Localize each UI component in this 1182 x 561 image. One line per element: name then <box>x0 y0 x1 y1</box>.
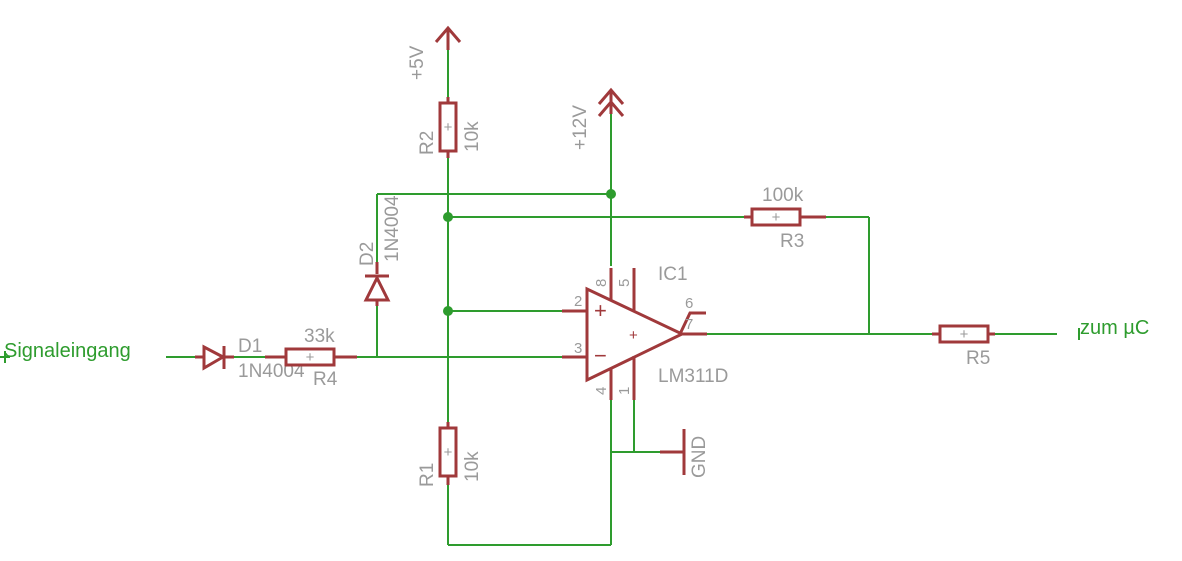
wires <box>0 45 1080 546</box>
ic1-output-sign: + <box>629 327 638 344</box>
resistor-r4: + 33k R4 <box>265 326 357 390</box>
r3-name: R3 <box>780 231 804 252</box>
r2-name: R2 <box>417 131 438 155</box>
comparator-ic1: + − + 2 3 8 5 4 1 6 7 IC1 LM311D <box>562 264 728 400</box>
r5-plus-mark: + <box>960 326 969 343</box>
junction-dot <box>443 212 453 222</box>
r2-value: 10k <box>462 121 483 152</box>
r1-name: R1 <box>417 463 438 487</box>
r4-plus-mark: + <box>306 349 315 366</box>
vcc5-label: +5V <box>407 45 428 80</box>
ic1-pin4-number: 4 <box>593 387 610 395</box>
r1-value: 10k <box>462 451 483 482</box>
output-net-label: zum µC <box>1080 317 1149 339</box>
junction-dot <box>443 306 453 316</box>
junctions <box>443 189 616 316</box>
junction-dot <box>606 189 616 199</box>
r5-name: R5 <box>966 348 990 369</box>
r3-plus-mark: + <box>772 209 781 226</box>
ic1-pin8-number: 8 <box>593 279 610 287</box>
vcc5-symbol: +5V <box>407 25 462 80</box>
r1-plus-mark: + <box>444 444 453 461</box>
resistor-r5: + R5 <box>932 324 995 369</box>
r3-value: 100k <box>762 185 804 206</box>
gnd-symbol: GND <box>660 429 710 478</box>
ic1-pin6-number: 6 <box>685 295 693 312</box>
vcc12-label: +12V <box>570 105 591 150</box>
ic1-noninverting-sign: + <box>594 298 607 323</box>
gnd-label: GND <box>689 436 710 478</box>
diode-d2: D2 1N4004 <box>357 195 403 306</box>
d2-name: D2 <box>357 242 378 266</box>
ic1-pin3-number: 3 <box>574 340 582 357</box>
ic1-body <box>585 286 686 383</box>
resistor-r2: + R2 10k <box>417 97 483 158</box>
ic1-inverting-sign: − <box>594 343 607 368</box>
ic1-pin2-number: 2 <box>574 293 582 310</box>
ic1-pin6-lead <box>678 311 706 335</box>
resistor-r1: + R1 10k <box>417 422 483 487</box>
ic1-pin5-number: 5 <box>616 279 633 287</box>
r2-plus-mark: + <box>444 119 453 136</box>
vcc12-symbol: +12V <box>570 87 625 150</box>
d1-name: D1 <box>238 336 262 357</box>
ic1-pin1-number: 1 <box>616 387 633 395</box>
input-net-label: Signaleingang <box>4 340 131 362</box>
ic1-name: IC1 <box>658 264 688 285</box>
ic1-value: LM311D <box>658 366 728 387</box>
ic1-pin7-number: 7 <box>685 316 693 333</box>
r4-value: 33k <box>304 326 335 347</box>
diode-d1: D1 1N4004 <box>195 336 305 382</box>
r4-name: R4 <box>313 369 338 390</box>
resistor-r3: + 100k R3 <box>744 185 826 252</box>
d2-value: 1N4004 <box>382 195 403 262</box>
